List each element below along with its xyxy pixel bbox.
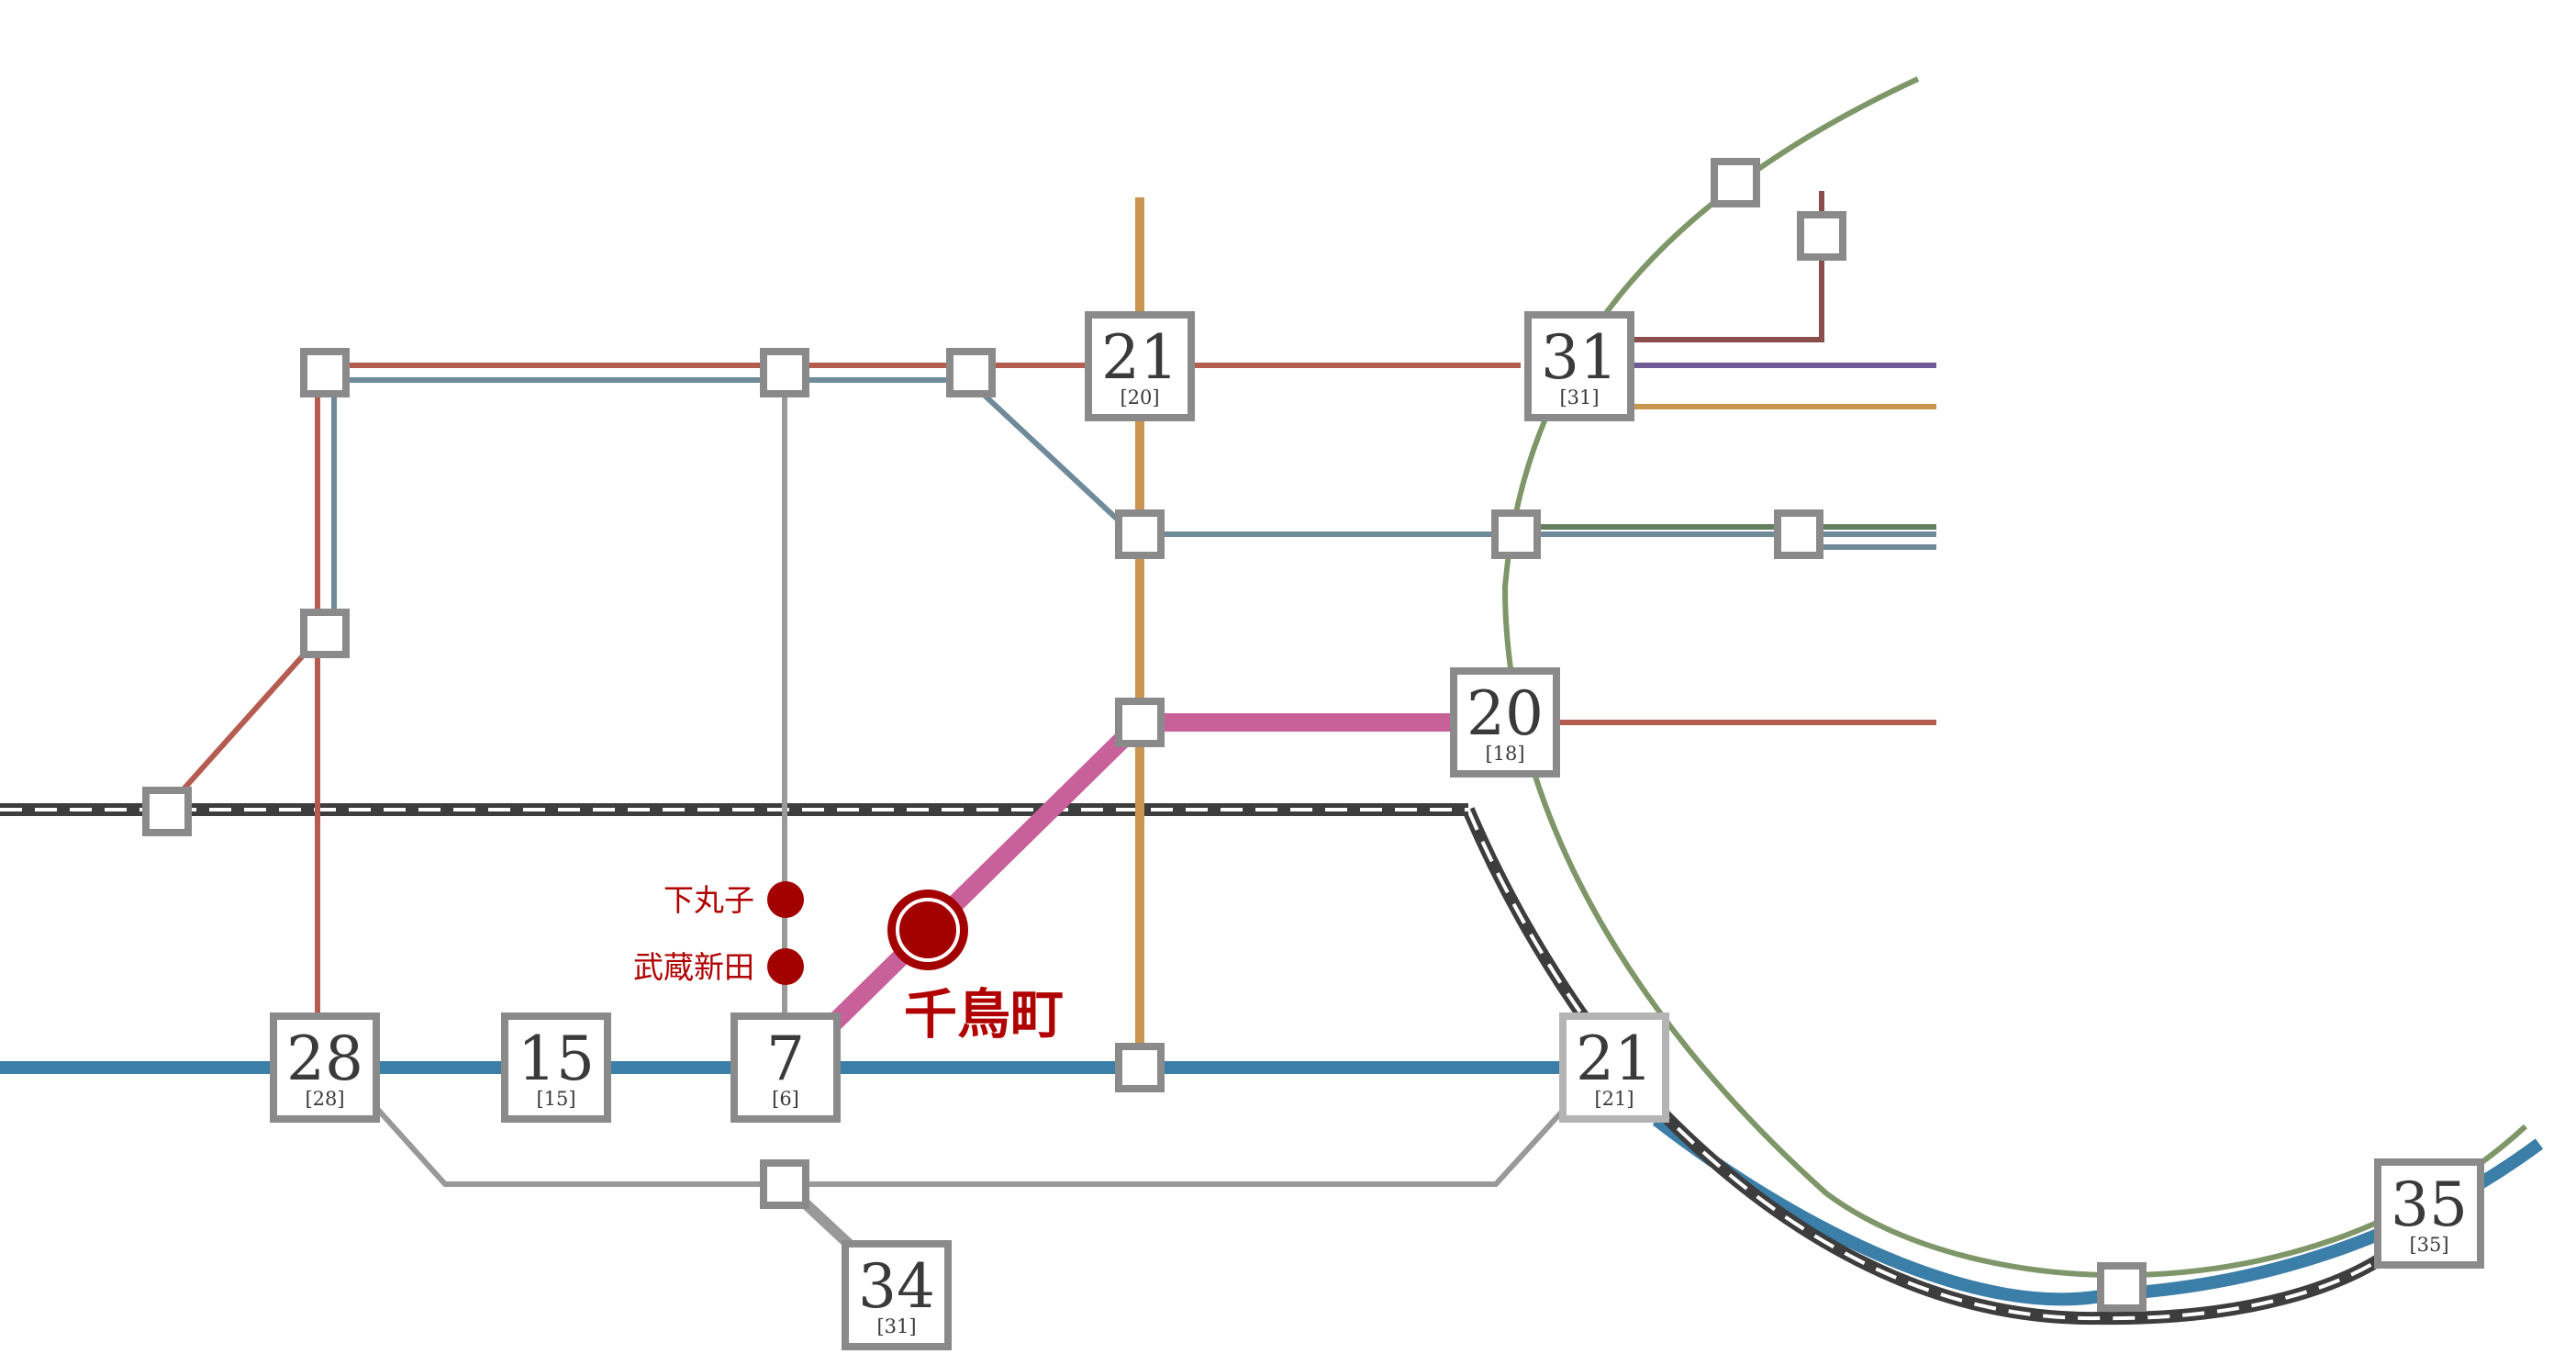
minor-station-label: 武蔵新田 <box>633 949 754 985</box>
station-time: 28 <box>286 1024 363 1094</box>
minor-station-dot[interactable] <box>767 948 804 985</box>
transfer-box[interactable] <box>946 348 996 397</box>
transfer-box[interactable] <box>1115 1043 1165 1092</box>
station-time: 20 <box>1466 678 1544 749</box>
station-time: 21 <box>1101 322 1178 393</box>
station-28[interactable]: 28 [28] <box>270 1013 380 1123</box>
transfer-box[interactable] <box>1115 509 1165 559</box>
station-transfer: [35] <box>2409 1234 2448 1256</box>
station-20[interactable]: 20 [18] <box>1450 667 1560 778</box>
station-31[interactable]: 31 [31] <box>1524 311 1634 421</box>
station-time: 34 <box>858 1251 935 1322</box>
transfer-box[interactable] <box>2097 1262 2147 1312</box>
rail-line-curve-dash <box>1466 809 2397 1321</box>
station-time: 35 <box>2391 1169 2468 1240</box>
station-transfer: [15] <box>536 1088 575 1110</box>
transfer-box[interactable] <box>300 609 350 658</box>
station-transfer: [31] <box>876 1315 916 1337</box>
station-transfer: [6] <box>772 1088 799 1110</box>
red-branch-line <box>162 632 324 812</box>
steel-top-line <box>334 377 1136 537</box>
station-transfer: [28] <box>305 1088 344 1110</box>
station-transfer: [31] <box>1559 386 1599 408</box>
olive-loop-line <box>1501 76 2528 1279</box>
transfer-box[interactable] <box>1774 509 1823 559</box>
minor-station-label: 下丸子 <box>664 882 754 918</box>
transfer-box[interactable] <box>1491 509 1541 559</box>
station-34[interactable]: 34 [31] <box>842 1240 952 1350</box>
transfer-box[interactable] <box>300 348 350 397</box>
station-15[interactable]: 15 [15] <box>501 1013 611 1123</box>
transfer-box[interactable] <box>1797 211 1846 261</box>
station-transfer: [20] <box>1120 386 1159 408</box>
transfer-box[interactable] <box>142 787 192 836</box>
station-transfer: [21] <box>1594 1088 1634 1110</box>
station-time: 15 <box>518 1024 595 1094</box>
station-21-top[interactable]: 21 [20] <box>1085 311 1195 421</box>
station-time: 21 <box>1576 1024 1653 1094</box>
station-time: 31 <box>1541 322 1618 393</box>
station-time: 7 <box>766 1024 805 1094</box>
transfer-box[interactable] <box>1711 158 1760 207</box>
transfer-box[interactable] <box>760 1159 809 1209</box>
station-7[interactable]: 7 [6] <box>730 1013 841 1123</box>
transfer-box[interactable] <box>760 348 809 397</box>
station-21-bottom[interactable]: 21 [21] <box>1559 1013 1669 1123</box>
transfer-box[interactable] <box>1115 698 1165 747</box>
station-transfer: [18] <box>1485 743 1524 765</box>
station-35[interactable]: 35 [35] <box>2374 1158 2484 1269</box>
minor-station-dot[interactable] <box>767 881 804 918</box>
gray-bottom-line <box>368 1099 1574 1187</box>
maroon-line <box>1626 191 1824 342</box>
highlight-station-marker[interactable] <box>887 889 968 970</box>
highlight-station-label: 千鳥町 <box>904 983 1064 1046</box>
